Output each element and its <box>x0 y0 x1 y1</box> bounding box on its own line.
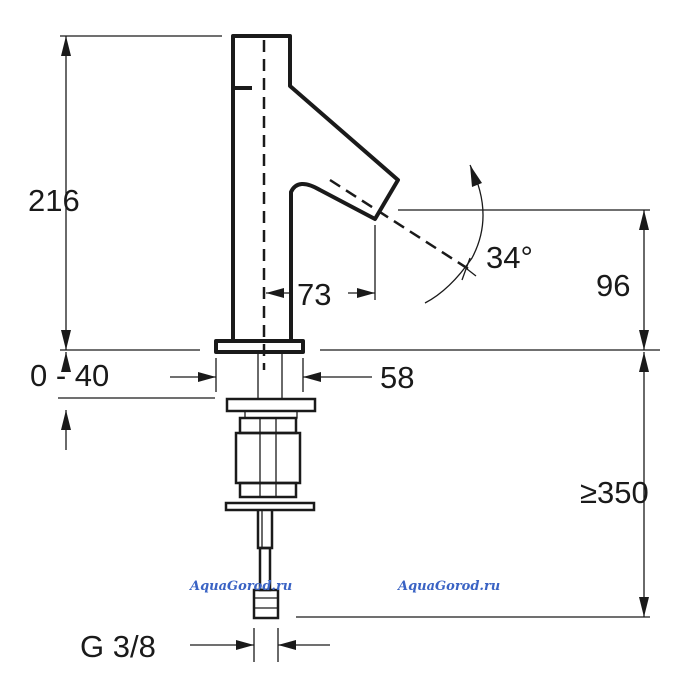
watermark-right: AquaGorod.ru <box>396 579 500 594</box>
watermark-left: AquaGorod.ru <box>188 579 292 594</box>
dimension-216-label: 216 <box>28 183 80 218</box>
dimension-34-degree-label: 34° <box>486 240 533 275</box>
dimension-96 <box>320 209 660 351</box>
dimension-350 <box>296 352 650 618</box>
center-lines <box>262 40 471 370</box>
dimension-0-40-label: 0 - 40 <box>30 358 109 393</box>
dimension-350-label: ≥350 <box>580 475 649 510</box>
dimension-73 <box>266 225 376 300</box>
dimension-96-label: 96 <box>596 268 630 303</box>
dimension-58-label: 58 <box>380 360 414 395</box>
dimension-58 <box>170 358 372 392</box>
dimension-g38 <box>190 628 330 662</box>
dimension-73-label: 73 <box>297 277 331 312</box>
dimension-216 <box>60 35 222 351</box>
dimension-34-degree <box>424 164 484 304</box>
mounting-hardware <box>224 350 317 620</box>
dimension-0-40 <box>58 352 215 450</box>
faucet-body <box>214 34 400 354</box>
dimension-g38-label: G 3/8 <box>80 629 156 664</box>
